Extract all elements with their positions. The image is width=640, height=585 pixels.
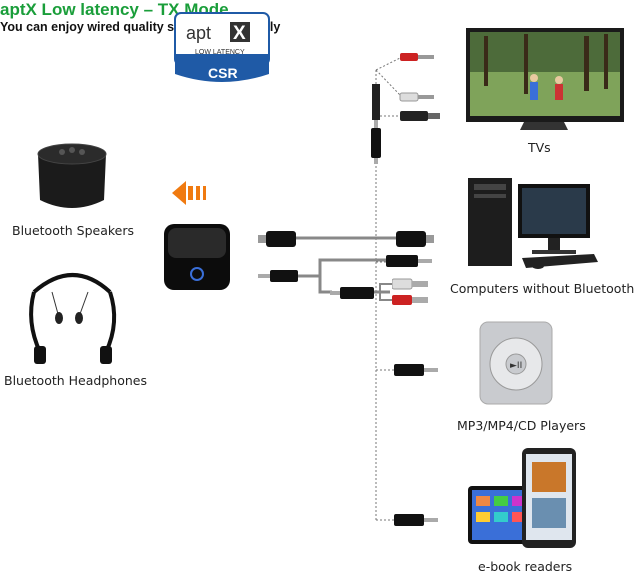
badge-sub-text: LOW LATENCY (195, 49, 245, 56)
optical-plug-left (258, 231, 296, 247)
jack-plug-mp3 (394, 364, 438, 376)
jack-plug-left (258, 270, 298, 282)
tablet-icon (468, 448, 576, 548)
badge-apt-text: apt (186, 23, 211, 43)
tv-icon (466, 28, 624, 130)
aptx-csr-badge: apt X LOW LATENCY CSR (174, 12, 270, 82)
headphones-label: Bluetooth Headphones (4, 373, 147, 388)
jack-plug-ebook (394, 514, 438, 526)
tv-label: TVs (528, 140, 551, 155)
tv-jack-plug (371, 84, 381, 164)
optical-plug-right (396, 231, 434, 247)
page-title: aptX Low latency – TX Mode (0, 0, 229, 19)
tv-plugs (399, 53, 440, 121)
jack-plug-mid (330, 287, 374, 299)
badge-x-text: X (233, 23, 246, 44)
svg-text:►II: ►II (510, 361, 522, 371)
speakers-label: Bluetooth Speakers (12, 223, 135, 238)
ebook-label: e-book readers (478, 559, 573, 574)
transmitter-icon (164, 224, 230, 290)
mp3-player-icon: ►II (479, 321, 553, 405)
badge-vendor-text: CSR (208, 65, 238, 81)
rca-plugs-computer (392, 278, 428, 305)
headphones-icon (29, 273, 117, 364)
mp3-label: MP3/MP4/CD Players (457, 418, 586, 433)
computer-label: Computers without Bluetooth (450, 281, 635, 296)
speaker-icon (37, 143, 107, 208)
orange-arrow-icon (172, 181, 206, 205)
computer-icon (468, 178, 598, 269)
jack-plug-computer (386, 255, 432, 267)
